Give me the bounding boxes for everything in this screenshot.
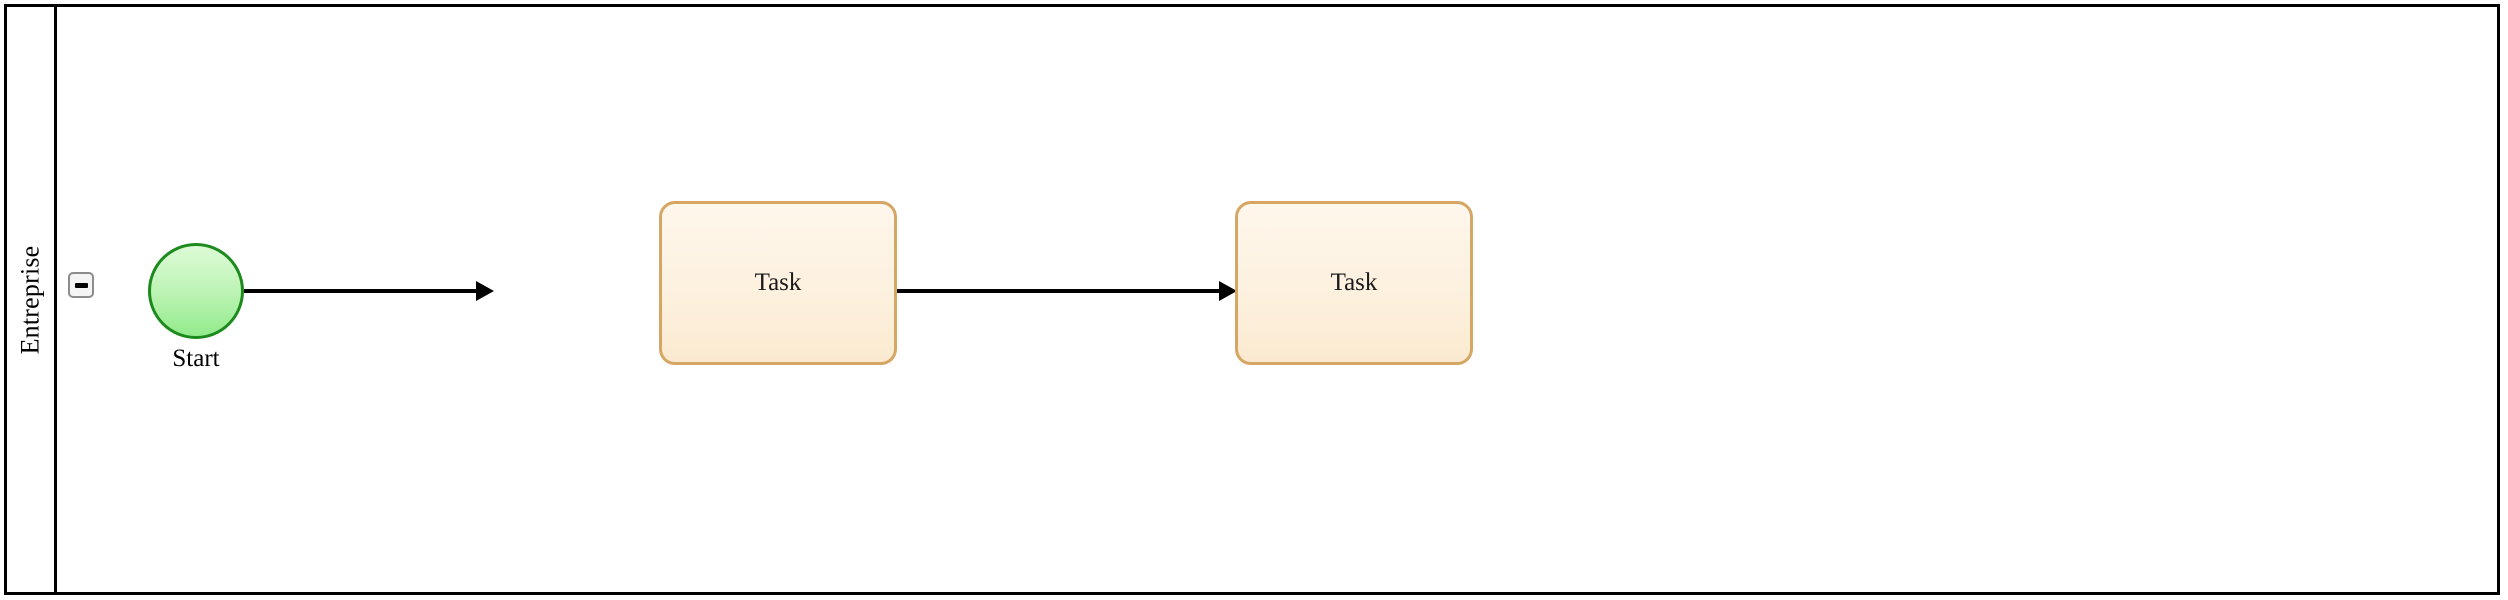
pool-collapse-button[interactable] [68, 272, 94, 298]
sequence-flow-1-line[interactable] [244, 289, 476, 293]
pool-entreprise[interactable]: Entreprise Start Task Task [4, 4, 2500, 595]
task-node-1[interactable]: Task [659, 201, 897, 365]
minus-icon [74, 282, 88, 288]
sequence-flow-2-arrowhead-icon [1219, 281, 1237, 301]
task-label-1: Task [754, 269, 802, 296]
pool-name-label: Entreprise [15, 245, 45, 354]
task-node-2[interactable]: Task [1235, 201, 1473, 365]
sequence-flow-1-arrowhead-icon [476, 281, 494, 301]
start-event-circle [148, 243, 244, 339]
pool-header[interactable]: Entreprise [7, 7, 57, 592]
sequence-flow-2-line[interactable] [897, 289, 1219, 293]
lane-body: Start Task Task [57, 7, 2497, 592]
start-event-node[interactable]: Start [148, 243, 244, 372]
start-event-label: Start [172, 345, 220, 372]
task-label-2: Task [1330, 269, 1378, 296]
